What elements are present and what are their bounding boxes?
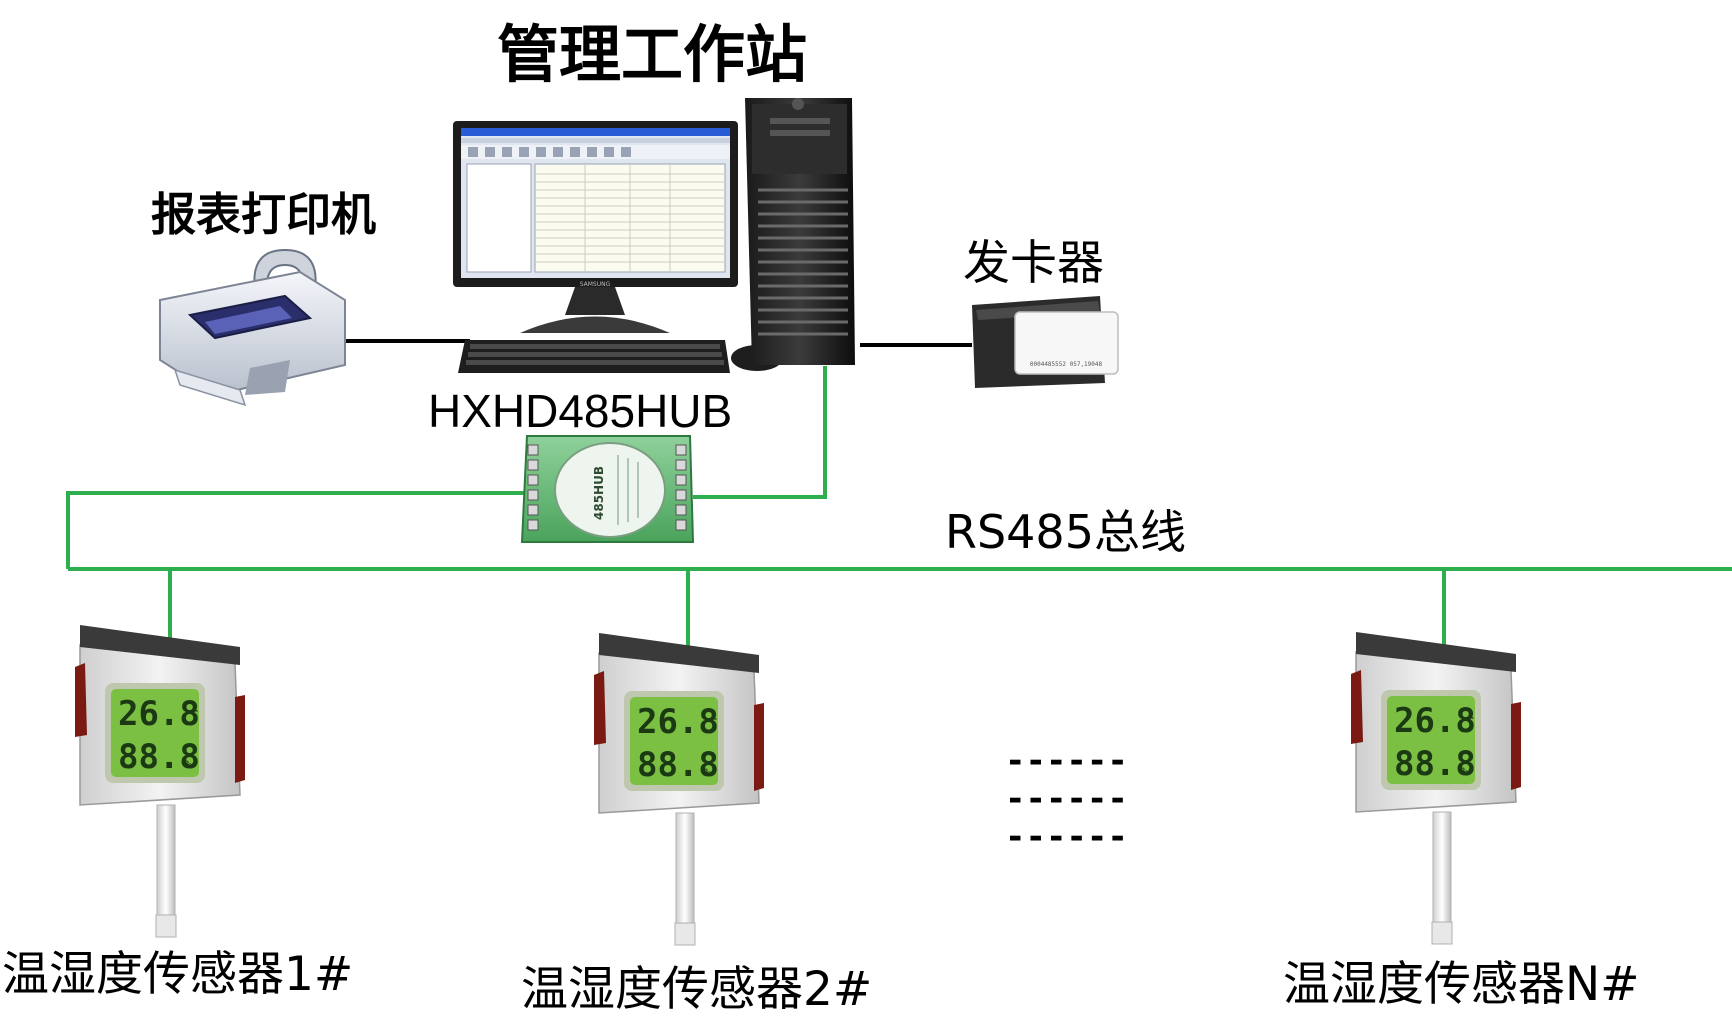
sensor-device-1: [75, 625, 245, 938]
monitor-icon: SAMSUNG: [453, 121, 738, 333]
hub-to-bus-line: [66, 491, 527, 569]
sensor-device-2: [594, 633, 764, 946]
card-number: 0004485552 057,19048: [1030, 361, 1103, 368]
sensor-1-temp: 26.8: [118, 694, 200, 734]
sensor-n-temp-unit: °C: [1461, 715, 1474, 728]
sensor-device-n: [1351, 632, 1521, 945]
sensor-1-temp-unit: °C: [185, 708, 198, 721]
sensor-2-label: 温湿度传感器2#: [521, 962, 873, 1017]
workstation-title: 管理工作站: [497, 18, 808, 91]
card-reader-icon: 0004485552 057,19048: [972, 296, 1119, 388]
bus-label: RS485总线: [945, 505, 1186, 559]
sensor-n-label: 温湿度传感器N#: [1283, 957, 1640, 1012]
sensor-1-hum-unit: %: [185, 758, 192, 771]
ellipsis-row-3: ------: [1005, 817, 1128, 857]
sensor-2-hum-unit: %: [704, 766, 711, 779]
ellipsis-row-1: ------: [1005, 741, 1128, 781]
keyboard-icon: [458, 340, 730, 373]
connections: [66, 339, 1732, 662]
rs485-hub-icon: 485HUB: [520, 435, 695, 543]
printer-icon: [159, 248, 346, 407]
sensor-n-hum-unit: %: [1461, 765, 1468, 778]
ellipsis-row-2: ------: [1005, 779, 1128, 819]
sensor-1-label: 温湿度传感器1#: [2, 947, 354, 1002]
hub-to-computer-line: [693, 366, 827, 499]
hub-label: HXHD485HUB: [428, 385, 733, 437]
card-issuer-label: 发卡器: [963, 236, 1104, 291]
sensor-1-hum: 88.8: [118, 737, 200, 777]
sensor-2-temp-unit: °C: [704, 716, 717, 729]
sensor-n-temp: 26.8: [1394, 701, 1476, 741]
printer-label: 报表打印机: [151, 188, 377, 241]
sensor-n-hum: 88.8: [1394, 744, 1476, 784]
monitor-brand: SAMSUNG: [580, 281, 611, 288]
sensor-2-hum: 88.8: [637, 745, 719, 785]
sensor-2-temp: 26.8: [637, 702, 719, 742]
hub-device-text: 485HUB: [592, 466, 606, 520]
computer-tower-icon: [745, 98, 855, 365]
